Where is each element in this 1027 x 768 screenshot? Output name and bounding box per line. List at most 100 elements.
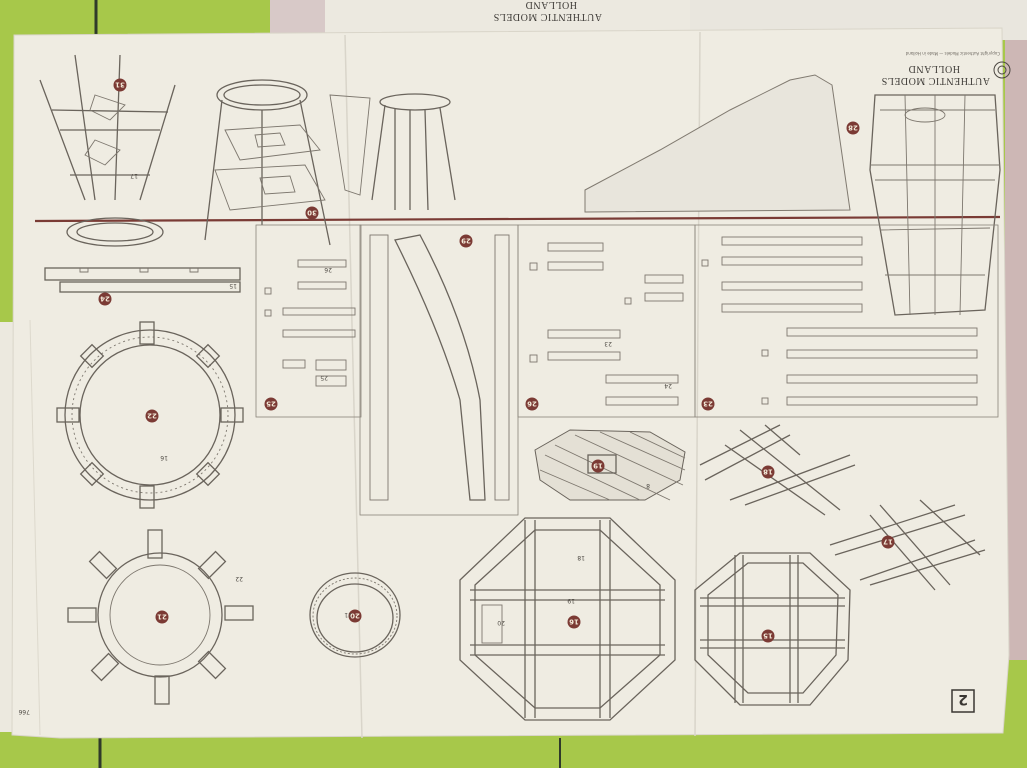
part-number-label: 21 bbox=[344, 611, 352, 618]
page-number-box bbox=[951, 689, 975, 713]
underlying-brand-line1: AUTHENTIC MODELS bbox=[493, 11, 602, 22]
figure-frame-octagon-b bbox=[694, 552, 851, 706]
figure-badge-30: 30 bbox=[305, 206, 319, 220]
badge-number: 18 bbox=[763, 468, 773, 476]
badge-circle bbox=[98, 292, 112, 306]
figure-badge-19: 19 bbox=[591, 459, 605, 473]
panel-b-parts bbox=[369, 234, 510, 501]
badge-number: 19 bbox=[593, 462, 603, 470]
panel-a-parts bbox=[264, 259, 356, 387]
badge-number: 24 bbox=[100, 295, 110, 303]
part-number-label: 15 bbox=[229, 282, 237, 289]
parts-panel-d bbox=[694, 224, 999, 418]
brand-logo-icon bbox=[993, 61, 1011, 79]
badge-number: 22 bbox=[147, 412, 157, 420]
badge-circle bbox=[305, 206, 319, 220]
figure-badge-31: 31 bbox=[113, 78, 127, 92]
badge-circle bbox=[155, 610, 169, 624]
part-number-label: 23 bbox=[604, 340, 612, 347]
badge-number: 31 bbox=[115, 81, 125, 89]
figure-badge-17: 17 bbox=[881, 535, 895, 549]
badge-circle bbox=[525, 397, 539, 411]
figure-grating-a bbox=[699, 424, 856, 516]
figure-badge-28: 28 bbox=[846, 121, 860, 135]
figure-badge-20: 20 bbox=[348, 609, 362, 623]
figure-badge-18: 18 bbox=[761, 465, 775, 479]
brand-logo-icon-inner bbox=[997, 65, 1007, 75]
badge-circle bbox=[459, 234, 473, 248]
figure-badge-22: 22 bbox=[145, 409, 159, 423]
figure-plank-strip bbox=[44, 267, 241, 293]
badge-circle bbox=[846, 121, 860, 135]
part-number-label: 17 bbox=[130, 172, 138, 179]
figure-badge-25: 25 bbox=[264, 397, 278, 411]
badge-number: 29 bbox=[461, 237, 471, 245]
badge-circle bbox=[113, 78, 127, 92]
badge-number: 20 bbox=[350, 612, 360, 620]
underlying-patterned-strip bbox=[270, 0, 325, 35]
figure-ring-large bbox=[56, 321, 244, 509]
figure-leg-stool bbox=[329, 93, 456, 211]
badge-number: 16 bbox=[569, 618, 579, 626]
badge-circle bbox=[145, 409, 159, 423]
divider-rule bbox=[34, 215, 1001, 223]
badge-number: 30 bbox=[307, 209, 317, 217]
panel-d-parts bbox=[701, 236, 978, 406]
figure-stool-frame bbox=[39, 54, 176, 247]
part-number-label: 16 bbox=[160, 454, 168, 461]
figure-grating-b bbox=[829, 499, 986, 591]
part-number-label: 20 bbox=[497, 619, 505, 626]
part-number-label: 8 bbox=[646, 482, 650, 489]
badge-number: 26 bbox=[527, 400, 537, 408]
sheet-copyright-line: Copyright Authentic Models — Made in Hol… bbox=[905, 51, 1000, 56]
badge-circle bbox=[881, 535, 895, 549]
fold-line-3 bbox=[29, 319, 41, 736]
figure-round-stand bbox=[204, 79, 331, 246]
badge-number: 21 bbox=[157, 613, 167, 621]
figure-badge-29: 29 bbox=[459, 234, 473, 248]
figure-badge-16: 16 bbox=[567, 615, 581, 629]
figure-octagon-deck bbox=[534, 429, 686, 501]
badge-circle bbox=[701, 397, 715, 411]
sheet-brand-line1: AUTHENTIC MODELS bbox=[881, 75, 990, 86]
badge-number: 17 bbox=[883, 538, 893, 546]
figure-oval-frame bbox=[309, 572, 401, 658]
curved-panel bbox=[584, 74, 851, 213]
badge-number: 15 bbox=[763, 632, 773, 640]
badge-circle bbox=[761, 465, 775, 479]
page-number: 2 bbox=[958, 691, 968, 707]
part-number-label: 25 bbox=[320, 374, 328, 381]
parts-panel-a bbox=[255, 224, 362, 418]
left-edge-number: 766 bbox=[18, 708, 30, 715]
figure-badge-26: 26 bbox=[525, 397, 539, 411]
badge-circle bbox=[761, 629, 775, 643]
badge-number: 28 bbox=[848, 124, 858, 132]
badge-number: 23 bbox=[703, 400, 713, 408]
part-number-label: 24 bbox=[664, 382, 672, 389]
figure-badge-23: 23 bbox=[701, 397, 715, 411]
badge-circle bbox=[348, 609, 362, 623]
figure-lantern bbox=[869, 94, 1001, 316]
figure-badge-21: 21 bbox=[155, 610, 169, 624]
underlying-brand-line2: HOLLAND bbox=[525, 0, 577, 10]
part-number-label: 26 bbox=[324, 266, 332, 273]
part-number-label: 19 bbox=[567, 597, 575, 604]
figure-badge-15: 15 bbox=[761, 629, 775, 643]
badge-circle bbox=[264, 397, 278, 411]
sheet-brand-line2: HOLLAND bbox=[908, 63, 960, 74]
figure-badge-24: 24 bbox=[98, 292, 112, 306]
badge-circle bbox=[591, 459, 605, 473]
part-number-label: 22 bbox=[235, 575, 243, 582]
badge-circle bbox=[567, 615, 581, 629]
figure-frame-octagon-a bbox=[459, 517, 676, 721]
badge-number: 25 bbox=[266, 400, 276, 408]
sheet-brand-block: AUTHENTIC MODELS HOLLAND Copyright Authe… bbox=[881, 51, 1000, 86]
part-number-label: 18 bbox=[577, 554, 585, 561]
underlying-brand-mark: AUTHENTIC MODELS HOLLAND bbox=[493, 0, 602, 22]
underlying-patterned-right bbox=[1005, 40, 1027, 660]
figure-disc-lower bbox=[67, 529, 254, 705]
panel-c-parts bbox=[529, 242, 684, 406]
